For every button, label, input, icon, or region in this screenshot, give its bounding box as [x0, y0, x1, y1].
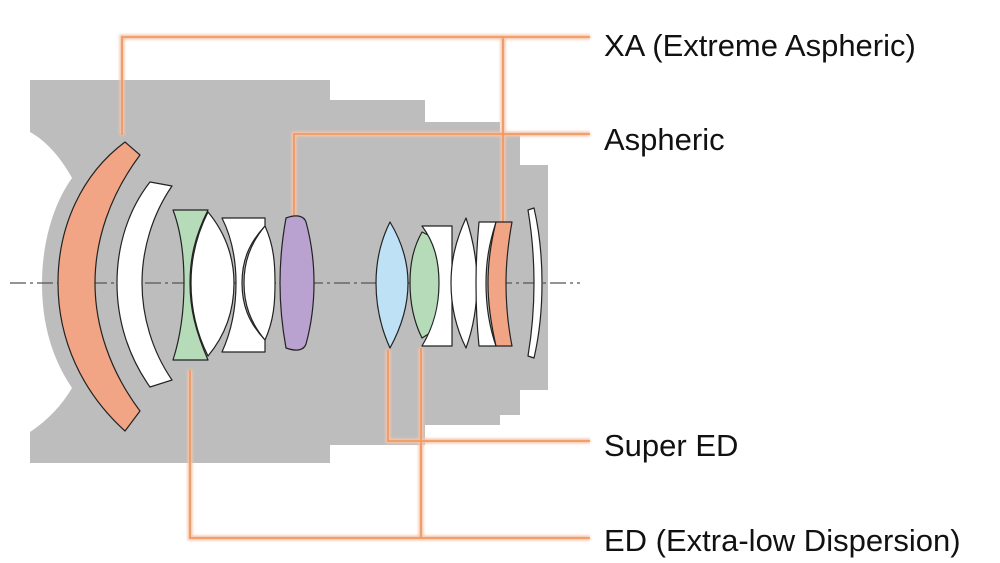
- legend-label-aspheric: Aspheric: [604, 122, 725, 157]
- legend-label-ed: ED (Extra-low Dispersion): [604, 523, 961, 558]
- legend-label-xa: XA (Extreme Aspheric): [604, 28, 916, 63]
- xa-element-rear: [487, 221, 513, 347]
- xa-element-front: [57, 141, 141, 432]
- lens-element-4: [190, 211, 235, 357]
- lens-element-10: [421, 225, 453, 347]
- leader-lines: [119, 34, 590, 541]
- ed-element-front: [172, 209, 209, 361]
- legend-label-super-ed: Super ED: [604, 428, 739, 463]
- lens-element-14: [527, 207, 543, 359]
- aspheric-element: [279, 215, 315, 351]
- super-ed-element: [375, 221, 409, 349]
- lens-element-2: [116, 181, 173, 388]
- lens-element-6: [243, 225, 276, 341]
